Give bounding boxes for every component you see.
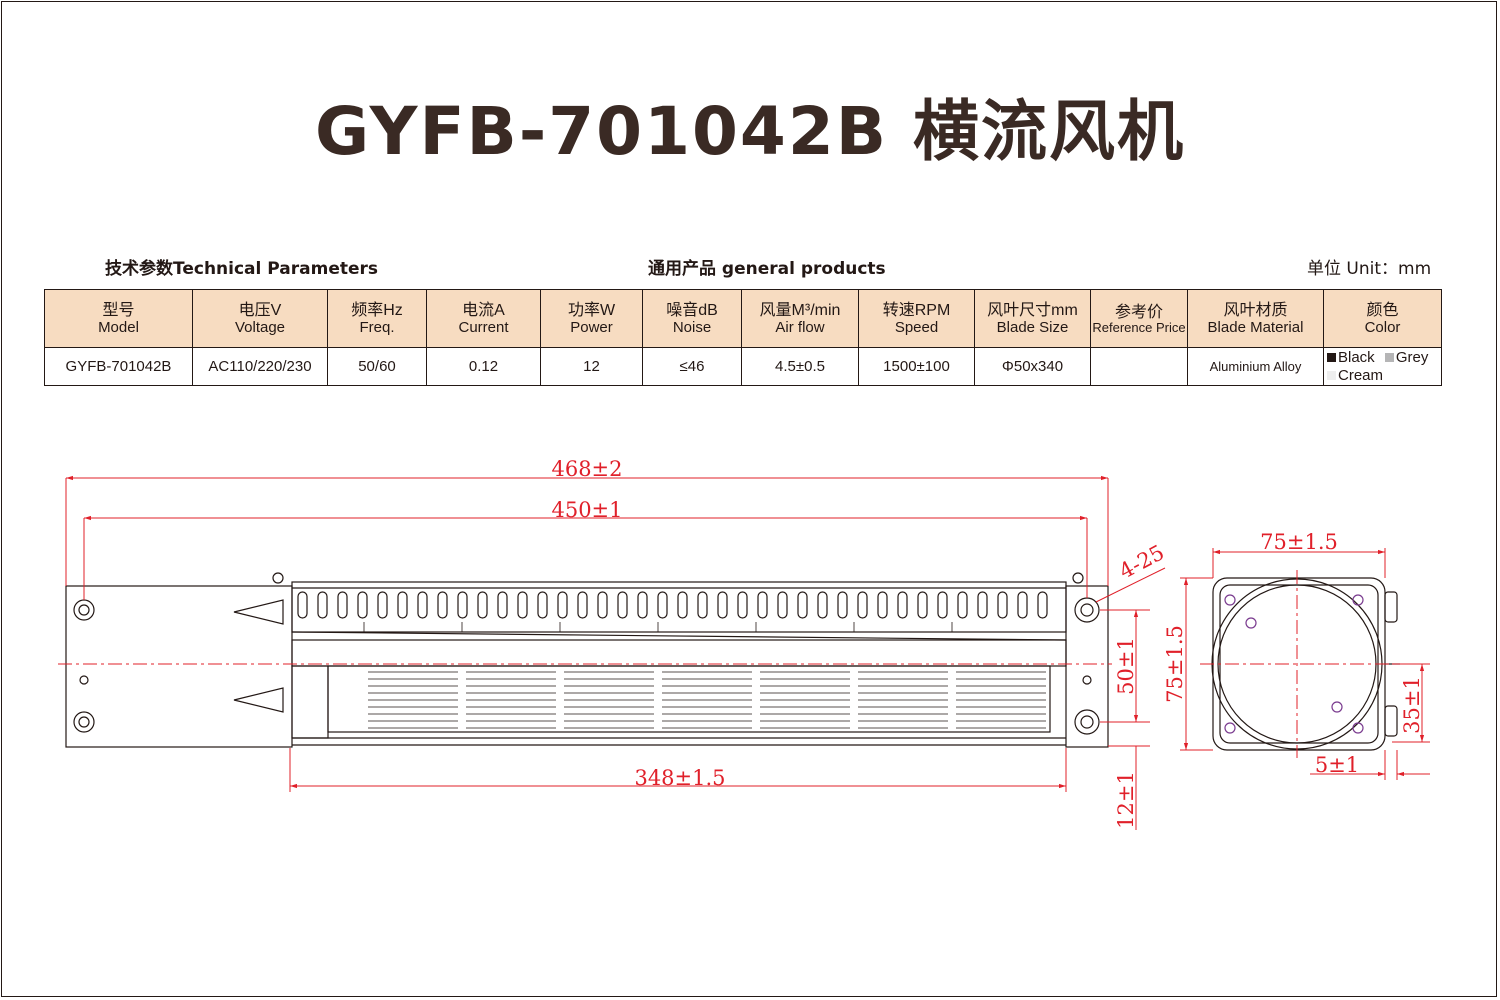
dim-side-offset: 35±1 — [1400, 676, 1424, 734]
grille-slot — [397, 591, 408, 619]
cell-airflow: 4.5±0.5 — [741, 347, 859, 386]
grille-slot — [297, 591, 308, 619]
cell-power: 12 — [540, 347, 643, 386]
grille-slots — [297, 591, 1048, 619]
grille-slot — [757, 591, 768, 619]
grille-slot — [817, 591, 828, 619]
dim-body-length: 348±1.5 — [634, 766, 725, 790]
grille-slot — [317, 591, 328, 619]
impeller-body — [327, 665, 1051, 733]
dim-side-height: 75±1.5 — [1163, 625, 1187, 703]
dim-holes: 4-25 — [1115, 540, 1168, 583]
grille-slot — [477, 591, 488, 619]
dim-mount-spacing: 450±1 — [551, 498, 622, 522]
grille-slot — [957, 591, 968, 619]
dim-total-length: 468±2 — [551, 457, 622, 481]
grille-slot — [517, 591, 528, 619]
top-grille-band — [291, 581, 1067, 633]
dim-side-flange: 5±1 — [1315, 753, 1359, 777]
color-grey-swatch — [1384, 352, 1394, 362]
left-end-plate — [65, 585, 293, 748]
grille-slot — [937, 591, 948, 619]
front-dimensions — [65, 475, 1166, 830]
grille-slot — [637, 591, 648, 619]
grille-slot — [597, 591, 608, 619]
dim-side-width: 75±1.5 — [1260, 530, 1338, 554]
unit-label: 单位 Unit：mm — [1307, 259, 1432, 279]
grille-slot — [577, 591, 588, 619]
grille-slot — [777, 591, 788, 619]
grille-slot — [497, 591, 508, 619]
grille-slot — [997, 591, 1008, 619]
grille-slot — [537, 591, 548, 619]
side-center-lines — [1200, 570, 1410, 758]
cell-material: Aluminium Alloy — [1187, 347, 1324, 386]
grille-slot — [717, 591, 728, 619]
grille-slot — [797, 591, 808, 619]
flow-arrow-bottom — [233, 687, 284, 713]
color-grey-option: Grey — [1384, 349, 1428, 366]
grille-slot — [357, 591, 368, 619]
grille-slot — [917, 591, 928, 619]
color-black-swatch — [1327, 352, 1336, 362]
dim-hole-spacing: 50±1 — [1114, 637, 1138, 695]
cell-speed: 1500±100 — [858, 347, 975, 386]
grille-slot — [977, 591, 988, 619]
cell-price — [1090, 347, 1188, 386]
grille-slot — [837, 591, 848, 619]
shaft-band — [291, 639, 1067, 667]
cell-current: 0.12 — [426, 347, 541, 386]
color-cream-swatch — [1327, 370, 1336, 380]
page-title: GYFB-701042B 横流风机 — [314, 93, 1186, 170]
color-cream-option: Cream — [1327, 367, 1383, 384]
grille-slot — [657, 591, 668, 619]
technical-params-label: 技术参数Technical Parameters — [105, 259, 379, 279]
impeller-blade-lines — [363, 622, 1046, 729]
front-view — [65, 572, 1109, 748]
general-products-label: 通用产品 general products — [648, 259, 886, 279]
grille-slot — [697, 591, 708, 619]
side-dimensions — [1180, 548, 1430, 780]
grille-slot — [457, 591, 468, 619]
side-bolts — [1224, 594, 1364, 734]
cell-blade-size: Φ50x340 — [974, 347, 1091, 386]
flow-arrow-top — [233, 599, 284, 625]
grille-slot — [857, 591, 868, 619]
grille-slot — [617, 591, 628, 619]
grille-slot — [737, 591, 748, 619]
spec-table-row: GYFB-701042B AC110/220/230 50/60 0.12 12… — [44, 347, 1442, 386]
grille-slot — [417, 591, 428, 619]
cell-noise: ≤46 — [642, 347, 742, 386]
grille-slot — [437, 591, 448, 619]
grille-slot — [337, 591, 348, 619]
grille-slot — [377, 591, 388, 619]
dim-offset: 12±1 — [1114, 771, 1138, 829]
mount-holes — [73, 597, 1100, 735]
grille-slot — [1017, 591, 1028, 619]
grille-slot — [877, 591, 888, 619]
color-black-option: Black — [1327, 349, 1375, 366]
grille-slot — [1037, 591, 1048, 619]
grille-slot — [557, 591, 568, 619]
grille-slot — [897, 591, 908, 619]
cell-color: Black Grey Cream — [1323, 347, 1442, 386]
cell-freq: 50/60 — [327, 347, 427, 386]
grille-slot — [677, 591, 688, 619]
cell-voltage: AC110/220/230 — [192, 347, 328, 386]
